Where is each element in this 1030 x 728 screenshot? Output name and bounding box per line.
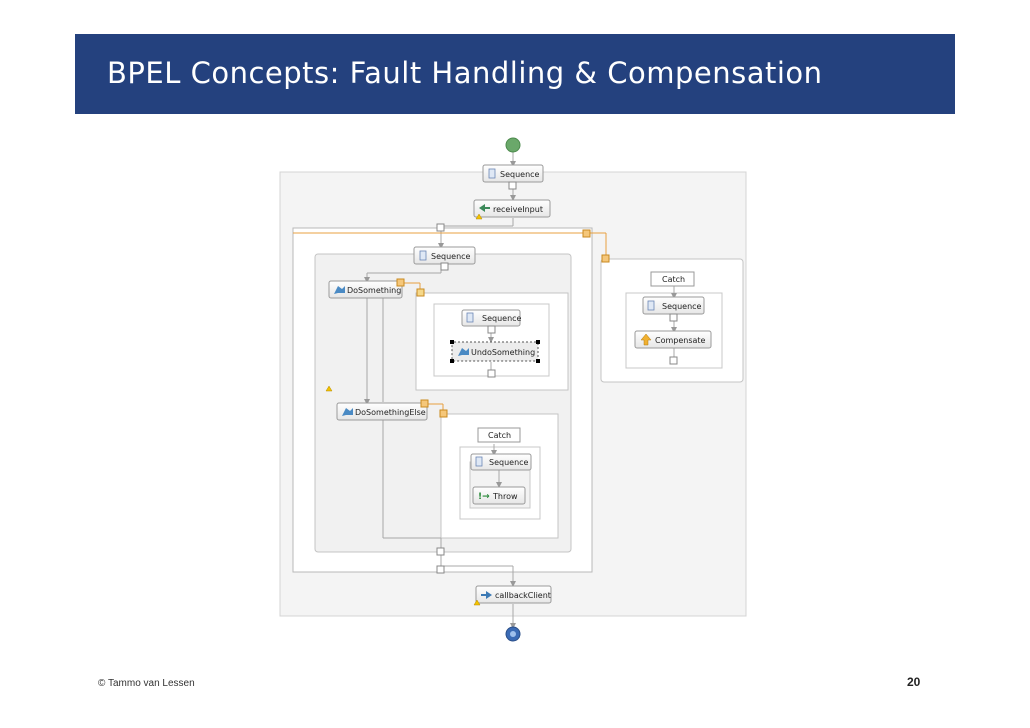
node-catch-outer[interactable]: Catch [650, 271, 695, 287]
warning-icon [325, 385, 333, 392]
callback-client-label: callbackClient [495, 591, 551, 600]
compensation-handler-marker[interactable] [416, 288, 425, 297]
node-do-something-else[interactable]: DoSomethingElse [336, 402, 428, 421]
fault-handler-marker[interactable] [601, 254, 610, 263]
invoke-icon [334, 286, 345, 294]
collapse-toggle[interactable] [487, 369, 496, 378]
compensate-icon [640, 333, 652, 346]
fault-handler-marker[interactable] [396, 278, 405, 287]
sequence-catch-inner-label: Sequence [489, 458, 529, 467]
reply-icon [481, 591, 492, 599]
collapse-toggle[interactable] [669, 313, 678, 322]
undo-something-label: UndoSomething [471, 348, 535, 357]
node-callback-client[interactable]: callbackClient [475, 585, 552, 604]
page-number: 20 [907, 675, 921, 689]
receive-input-label: receiveInput [493, 205, 543, 214]
start-node[interactable] [505, 137, 521, 153]
node-catch-inner[interactable]: Catch [477, 427, 521, 443]
collapse-toggle[interactable] [508, 181, 517, 190]
throw-icon: !→ [478, 492, 490, 502]
node-compensate[interactable]: Compensate [634, 330, 712, 349]
invoke-icon [458, 348, 469, 356]
catch-inner-label: Catch [488, 431, 511, 440]
collapse-toggle[interactable] [669, 356, 678, 365]
do-something-label: DoSomething [347, 286, 401, 295]
node-sequence-top[interactable]: Sequence [482, 164, 544, 183]
sequence-catch-outer-label: Sequence [662, 302, 702, 311]
node-receive-input[interactable]: receiveInput [473, 199, 551, 218]
fault-handler-marker[interactable] [582, 229, 591, 238]
node-sequence-catch-inner[interactable]: Sequence [470, 453, 532, 471]
collapse-toggle[interactable] [436, 565, 445, 574]
title-bar: BPEL Concepts: Fault Handling & Compensa… [75, 34, 955, 114]
node-do-something[interactable]: DoSomething [328, 280, 403, 299]
fault-handler-marker[interactable] [439, 409, 448, 418]
throw-label: Throw [492, 492, 518, 501]
node-undo-something[interactable]: UndoSomething [450, 340, 540, 363]
collapse-toggle[interactable] [436, 547, 445, 556]
node-sequence-scope[interactable]: Sequence [413, 246, 476, 265]
node-sequence-catch-outer[interactable]: Sequence [642, 296, 705, 315]
footer-copyright: © Tammo van Lessen [98, 678, 195, 689]
compensate-label: Compensate [655, 336, 706, 345]
fault-handler-marker[interactable] [420, 399, 429, 408]
do-something-else-label: DoSomethingElse [355, 408, 426, 417]
receive-icon [479, 204, 490, 212]
collapse-toggle[interactable] [487, 325, 496, 334]
catch-outer-label: Catch [662, 275, 685, 284]
warning-icon [475, 213, 483, 220]
slide-title: BPEL Concepts: Fault Handling & Compensa… [107, 56, 823, 90]
collapse-toggle[interactable] [440, 262, 449, 271]
warning-icon [473, 599, 481, 606]
sequence-scope-label: Sequence [431, 252, 471, 261]
invoke-icon [342, 408, 353, 416]
node-throw[interactable]: !→ Throw [472, 486, 526, 505]
node-sequence-compensation[interactable]: Sequence [461, 309, 522, 327]
collapse-toggle[interactable] [436, 223, 445, 232]
sequence-top-label: Sequence [500, 170, 540, 179]
sequence-compensation-label: Sequence [482, 314, 522, 323]
